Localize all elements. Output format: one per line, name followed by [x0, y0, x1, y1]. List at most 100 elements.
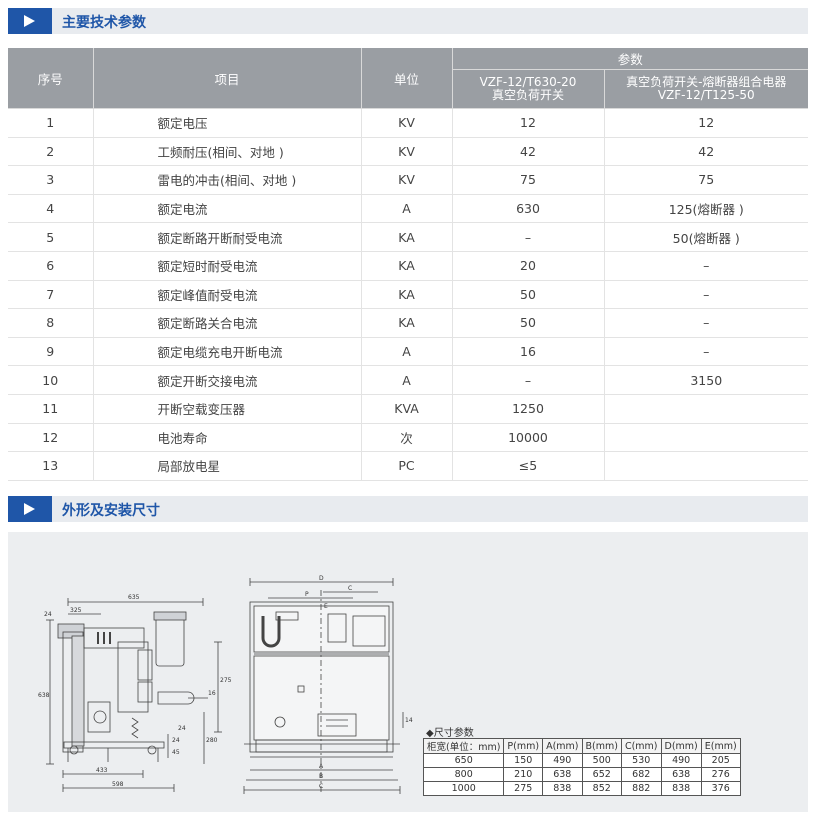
- cell-value-1: 50: [452, 280, 605, 310]
- dims-cell: 376: [700, 781, 741, 796]
- cell-value-2: 75: [604, 165, 808, 195]
- technical-drawings: 635 325 638 275 280 24 45 24 24 16 433 5…: [38, 575, 413, 794]
- cell-value-2: –: [604, 280, 808, 310]
- spec-table: 序号 项目 单位 参数 VZF-12/T630-20 真空负荷开关 真空负荷开关…: [8, 48, 808, 481]
- cell-item: 额定电压: [93, 108, 362, 138]
- dims-cell: 276: [700, 767, 741, 782]
- dims-cell: 682: [620, 767, 662, 782]
- cell-value-2: –: [604, 251, 808, 281]
- cell-unit: A: [361, 337, 453, 367]
- dims-cell: 652: [581, 767, 622, 782]
- dim-label: 635: [128, 594, 140, 601]
- side-view: [46, 598, 222, 792]
- header-item: 项目: [93, 48, 362, 109]
- dim-label: C: [348, 585, 352, 592]
- dims-cell: 150: [503, 753, 544, 768]
- dims-cell: 275: [503, 781, 544, 796]
- dim-label: 280: [206, 737, 218, 744]
- cell-value-2: –: [604, 337, 808, 367]
- cell-unit: PC: [361, 451, 453, 481]
- dim-label: 325: [70, 607, 82, 614]
- dim-label: 24: [178, 725, 186, 732]
- cell-item: 额定短时耐受电流: [93, 251, 362, 281]
- cell-item: 额定断路开断耐受电流: [93, 222, 362, 252]
- dim-label: 598: [112, 781, 124, 788]
- dim-label: 275: [220, 677, 232, 684]
- cell-seq: 11: [8, 394, 94, 424]
- dims-header: 柜宽(单位：mm): [422, 738, 505, 754]
- cell-item: 额定断路关合电流: [93, 308, 362, 338]
- cell-seq: 10: [8, 365, 94, 395]
- dims-cell: 882: [620, 781, 662, 796]
- dims-cell: 800: [422, 767, 505, 782]
- dimensions-table: 柜宽(单位：mm)P(mm)A(mm)B(mm)C(mm)D(mm)E(mm) …: [422, 738, 741, 796]
- cell-seq: 7: [8, 280, 94, 310]
- cell-value-2: 12: [604, 108, 808, 138]
- cell-value-1: 16: [452, 337, 605, 367]
- cell-item: 雷电的冲击(相间、对地 ): [93, 165, 362, 195]
- dims-cell: 650: [422, 753, 505, 768]
- header-seq: 序号: [8, 48, 94, 109]
- cell-value-1: 630: [452, 194, 605, 224]
- header-col2-line2: VZF-12/T125-50: [657, 88, 755, 102]
- cell-value-1: 20: [452, 251, 605, 281]
- cell-value-2: [604, 451, 808, 481]
- cell-item: 开断空载变压器: [93, 394, 362, 424]
- dims-cell: 852: [581, 781, 622, 796]
- header-unit: 单位: [361, 48, 453, 109]
- dim-label: 45: [172, 749, 180, 756]
- dims-cell: 210: [503, 767, 544, 782]
- cell-item: 额定开断交接电流: [93, 365, 362, 395]
- dims-header: D(mm): [660, 738, 702, 754]
- cell-seq: 2: [8, 137, 94, 167]
- cell-value-2: 42: [604, 137, 808, 167]
- header-col2-line1: 真空负荷开关-熔断器组合电器: [626, 75, 787, 89]
- cell-value-1: ≤5: [452, 451, 605, 481]
- header-params: 参数: [452, 48, 808, 70]
- section-title: 主要技术参数: [62, 15, 146, 31]
- dims-cell: 490: [542, 753, 583, 768]
- dimensions-title: ◆尺寸参数: [426, 728, 474, 739]
- dim-label: D: [319, 575, 324, 582]
- cell-seq: 8: [8, 308, 94, 338]
- cell-seq: 6: [8, 251, 94, 281]
- cell-value-1: 12: [452, 108, 605, 138]
- dim-label: A: [319, 763, 324, 770]
- header-col1-line1: VZF-12/T630-20: [479, 75, 577, 89]
- cell-item: 电池寿命: [93, 423, 362, 453]
- dim-label: E: [324, 603, 328, 610]
- cell-item: 工频耐压(相间、对地 ): [93, 137, 362, 167]
- dims-cell: 500: [581, 753, 622, 768]
- dim-label: P: [305, 591, 309, 598]
- cell-value-1: 50: [452, 308, 605, 338]
- dims-cell: 205: [700, 753, 741, 768]
- cell-value-1: 75: [452, 165, 605, 195]
- cell-value-2: [604, 423, 808, 453]
- dim-label: 433: [96, 767, 108, 774]
- play-arrow-icon: [8, 496, 52, 522]
- dim-label: 24: [44, 611, 52, 618]
- dims-cell: 838: [660, 781, 702, 796]
- dimension-drawing: 635 325 638 275 280 24 45 24 24 16 433 5…: [8, 532, 808, 812]
- cell-item: 局部放电星: [93, 451, 362, 481]
- cell-unit: KA: [361, 251, 453, 281]
- cell-seq: 1: [8, 108, 94, 138]
- cell-seq: 4: [8, 194, 94, 224]
- cell-seq: 5: [8, 222, 94, 252]
- front-view: [243, 578, 404, 794]
- section-header-dimensions: 外形及安装尺寸: [8, 496, 808, 522]
- cell-unit: KV: [361, 108, 453, 138]
- dims-header: P(mm): [503, 738, 544, 754]
- cell-value-1: 10000: [452, 423, 605, 453]
